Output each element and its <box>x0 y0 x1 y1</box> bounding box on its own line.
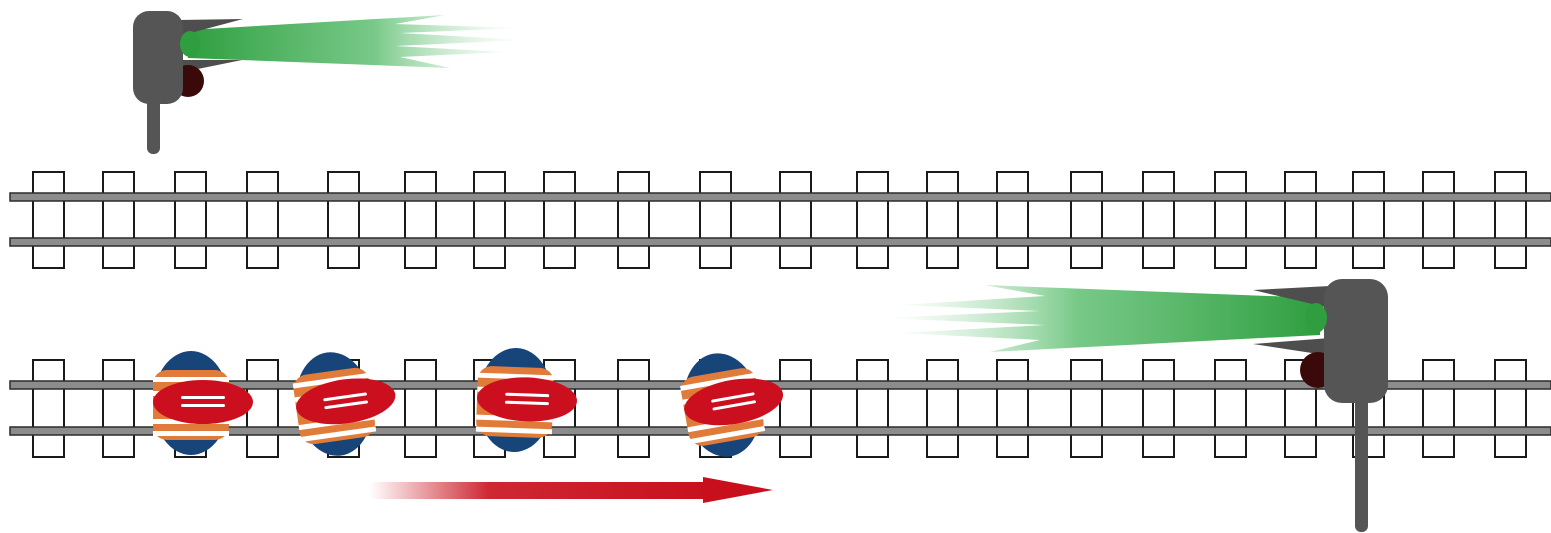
train-car-cab-line <box>181 396 225 399</box>
upper-track-sleeper <box>996 171 1029 269</box>
upper-track-sleeper <box>1352 171 1385 269</box>
lower-track-sleeper <box>996 359 1029 458</box>
signal-upper-left <box>133 11 525 154</box>
signal-upper-left-beam <box>188 15 525 68</box>
direction-arrow-head <box>703 477 773 503</box>
lower-track-sleeper <box>617 359 650 458</box>
train-car-cab-line <box>711 392 755 403</box>
train-car-stripe <box>153 377 229 382</box>
lower-track-sleeper <box>1422 359 1455 458</box>
upper-track-sleeper <box>856 171 889 269</box>
lower-track-sleeper <box>1142 359 1175 458</box>
upper-track-sleeper <box>32 171 65 269</box>
upper-track-sleeper <box>174 171 207 269</box>
signal-upper-left-hood-top <box>178 19 243 35</box>
train-car-cab <box>153 380 253 424</box>
upper-track-sleeper <box>926 171 959 269</box>
signal-lower-right-hood-top <box>1253 286 1330 307</box>
train <box>153 348 784 457</box>
lower-track-sleeper <box>1214 359 1247 458</box>
train-car-stripe <box>292 372 369 389</box>
signal-lower-right <box>880 279 1388 532</box>
signal-lower-right-hood-bottom <box>1253 338 1330 355</box>
upper-track <box>9 171 1551 269</box>
lower-track-rail-bottom <box>9 426 1551 436</box>
train-car-cab-line <box>505 392 550 398</box>
lower-track-sleeper <box>926 359 959 458</box>
lower-track-sleeper <box>779 359 812 458</box>
direction-arrow <box>370 477 773 503</box>
upper-track-sleeper <box>1494 171 1527 269</box>
train-car-stripe <box>475 426 552 435</box>
signal-lower-right-green-lamp <box>1305 303 1327 333</box>
upper-track-sleeper <box>617 171 650 269</box>
train-car-cab-line <box>712 400 756 411</box>
upper-track-rail-top <box>9 192 1551 202</box>
train-car <box>475 348 578 452</box>
train-car-cab-line <box>324 400 369 410</box>
train-car <box>292 352 396 456</box>
upper-track-sleeper <box>473 171 506 269</box>
upper-track-sleeper <box>1070 171 1103 269</box>
upper-track-sleepers <box>32 171 1527 269</box>
upper-track-sleeper <box>1284 171 1317 269</box>
train-car-cab <box>477 377 578 422</box>
upper-track-sleeper <box>246 171 279 269</box>
train-car-cab <box>684 378 784 426</box>
lower-track-sleeper <box>246 359 279 458</box>
lower-track-sleeper <box>1494 359 1527 458</box>
lower-track-sleeper <box>102 359 135 458</box>
train-car-stripe <box>300 426 377 442</box>
signal-lower-right-pole <box>1355 395 1368 532</box>
upper-track-sleeper <box>699 171 732 269</box>
train-car-cab <box>296 378 396 425</box>
train-car-cab-line <box>323 392 367 402</box>
upper-track-sleeper <box>404 171 437 269</box>
signal-upper-left-green-lamp <box>180 31 200 57</box>
signal-upper-left-head <box>133 11 183 104</box>
signal-lower-right-head <box>1324 279 1388 403</box>
train-car <box>153 351 253 455</box>
signal-upper-left-pole <box>147 96 160 154</box>
lower-track-sleeper <box>32 359 65 458</box>
upper-track-sleeper <box>779 171 812 269</box>
train-car-stripe <box>680 372 756 391</box>
upper-track-sleeper <box>1214 171 1247 269</box>
train-car-stripe <box>689 425 766 445</box>
upper-track-sleeper <box>1422 171 1455 269</box>
signal-lower-right-beam <box>880 285 1320 352</box>
train-car <box>680 353 784 457</box>
upper-track-sleeper <box>543 171 576 269</box>
train-car-cab-line <box>181 404 225 407</box>
lower-track-sleeper <box>856 359 889 458</box>
train-car-stripe <box>153 431 229 436</box>
direction-arrow-shaft <box>370 482 710 499</box>
upper-track-rail-bottom <box>9 237 1551 247</box>
lower-track-sleeper <box>1284 359 1317 458</box>
lower-track-sleeper <box>1070 359 1103 458</box>
train-car-cab-line <box>504 400 549 406</box>
upper-track-sleeper <box>1142 171 1175 269</box>
lower-track-sleeper <box>404 359 437 458</box>
upper-track-sleeper <box>102 171 135 269</box>
upper-track-sleeper <box>327 171 360 269</box>
